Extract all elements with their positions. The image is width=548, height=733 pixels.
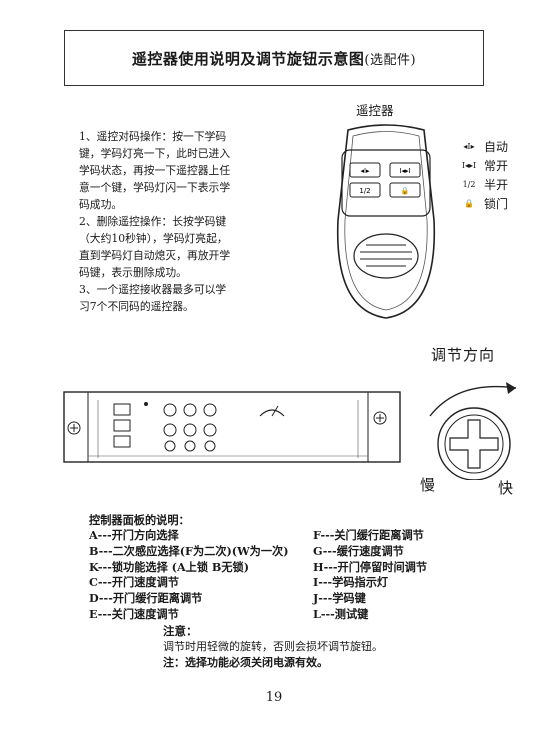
instruction-line: 学码状态，再按一下遥控器上任: [79, 164, 231, 177]
legend-item: C---开门速度调节: [89, 575, 179, 590]
right-mount-screw-icon: [373, 411, 387, 425]
speaker-grille-icon: [353, 233, 419, 279]
half-icon: 1/2: [462, 180, 476, 189]
legend-item: D---开门缓行距离调节: [89, 591, 203, 606]
panel-legend-title: 控制器面板的说明：: [89, 513, 190, 527]
half-open-button[interactable]: [349, 182, 381, 198]
dip-switches[interactable]: [113, 403, 131, 448]
legend-label: 自动: [484, 140, 509, 154]
instruction-line: （大约10秒钟），学码灯亮起，: [79, 232, 228, 245]
hold-open-button-glyph: I◂▸I: [399, 167, 410, 175]
legend-row-hold-open: I◂▸I 常开: [454, 156, 508, 175]
instruction-line: 码成功。: [79, 198, 123, 211]
fast-label: 快: [498, 479, 514, 497]
note-label: 注意：: [163, 624, 198, 638]
legend-item: F---关门缓行距离调节: [313, 528, 424, 542]
instruction-line: 2、删除遥控操作：长按学码键: [79, 215, 227, 228]
legend-row-auto: ◂I▸ 自动: [454, 137, 508, 156]
legend-item: K---锁功能选择 (A上锁 B无锁): [89, 559, 250, 574]
instruction-line: 意一个键，学码灯闪一下表示学: [79, 181, 231, 194]
panel-legend-right: F---关门缓行距离调节 G---缓行速度调节 H---开门停留时间调节 I--…: [313, 528, 427, 623]
page-number: 19: [265, 690, 283, 705]
instruction-line: 直到学码灯自动熄灭，再放开学: [79, 249, 231, 262]
controller-panel-illustration: [63, 391, 401, 463]
auto-button-glyph: ◂I▸: [360, 167, 370, 175]
legend-label: 常开: [484, 159, 509, 173]
slow-label: 慢: [420, 476, 436, 494]
instruction-line: 1、遥控对码操作：按一下学码: [79, 130, 227, 143]
hold-open-icon: I◂▸I: [461, 161, 477, 170]
half-open-button-glyph: 1/2: [359, 187, 370, 195]
indicator-led: [144, 402, 148, 406]
remote-instructions: 1、遥控对码操作：按一下学码 键，学码灯亮一下，此时已进入 学码状态，再按一下遥…: [79, 128, 275, 315]
potentiometer-knobs[interactable]: [163, 403, 217, 452]
instruction-line: 3、一个遥控接收器最多可以学: [79, 283, 227, 296]
adjustment-knob-illustration: [429, 382, 517, 480]
left-mount-screw-icon: [67, 421, 81, 435]
auto-icon: ◂I▸: [463, 142, 475, 151]
legend-item: E---关门速度调节: [89, 606, 179, 621]
title-text: 遥控器使用说明及调节旋钮示意图: [131, 49, 365, 68]
legend-row-lock: 🔒 锁门: [454, 194, 508, 213]
instruction-line: 码键，表示删除成功。: [79, 266, 187, 279]
panel-legend-left: A---开门方向选择 B---二次感应选择(F为二次)(W为一次) K---锁功…: [89, 528, 289, 623]
remote-control-illustration: ◂I▸ I◂▸I 1/2 🔒: [336, 124, 436, 319]
instruction-line: 键，学码灯亮一下，此时已进入: [79, 147, 231, 160]
legend-item: L---测试键: [313, 606, 369, 621]
note-line: 调节时用轻微的旋转，否则会损坏调节旋钮。: [163, 640, 383, 653]
legend-row-half: 1/2 半开: [454, 175, 508, 194]
note-body: 调节时用轻微的旋转，否则会损坏调节旋钮。 注：选择功能必须关闭电源有效。: [163, 639, 383, 671]
legend-item: A---开门方向选择: [89, 528, 179, 542]
auto-button[interactable]: [349, 162, 381, 178]
title-suffix: (选配件): [364, 52, 417, 68]
note-line: 注：选择功能必须关闭电源有效。: [163, 656, 328, 669]
remote-legend: ◂I▸ 自动 I◂▸I 常开 1/2 半开 🔒 锁门: [454, 137, 508, 213]
adjust-direction-title: 调节方向: [431, 346, 496, 364]
legend-item: G---缓行速度调节: [313, 543, 404, 558]
legend-label: 半开: [484, 178, 509, 192]
hold-open-button[interactable]: [389, 162, 421, 178]
legend-label: 锁门: [484, 197, 509, 211]
instruction-line: 习7个不同码的遥控器。: [79, 300, 194, 313]
page-title: 遥控器使用说明及调节旋钮示意图 (选配件): [64, 30, 484, 86]
remote-heading: 遥控器: [356, 103, 394, 118]
lock-button-glyph: 🔒: [401, 187, 410, 195]
legend-item: B---二次感应选择(F为二次)(W为一次): [89, 543, 289, 558]
legend-item: I---学码指示灯: [313, 575, 389, 590]
lock-button[interactable]: [389, 182, 421, 198]
legend-item: J---学码键: [313, 591, 366, 606]
legend-item: H---开门停留时间调节: [313, 559, 428, 574]
lock-icon: 🔒: [464, 199, 474, 208]
